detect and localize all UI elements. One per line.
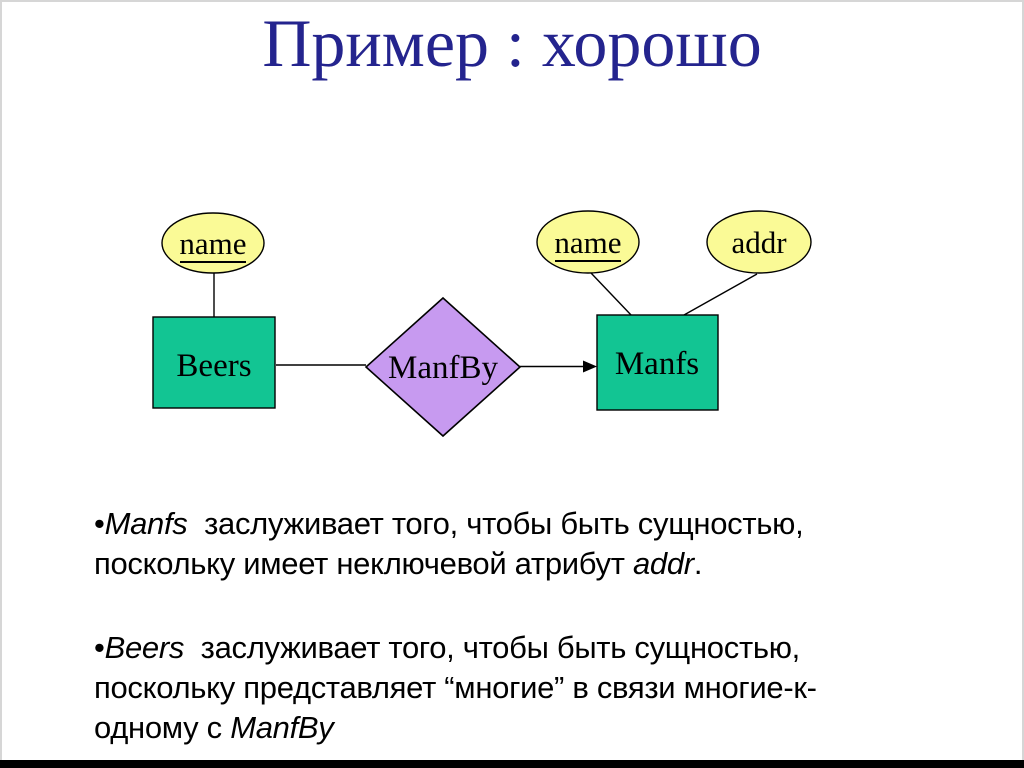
manfs-name-connector bbox=[590, 272, 633, 317]
er-diagram: name name addr Beers Manfs ManfBy bbox=[152, 210, 812, 438]
attribute-ellipse bbox=[536, 210, 640, 274]
text-run: одному с bbox=[94, 710, 231, 745]
relationship-label: ManfBy bbox=[388, 350, 498, 386]
text-run: заслуживает того, чтобы быть сущностью, bbox=[184, 630, 801, 665]
manfby-relationship: ManfBy bbox=[364, 296, 522, 438]
attribute-ellipse bbox=[706, 210, 812, 274]
text-run: заслуживает того, чтобы быть сущностью, bbox=[187, 506, 804, 541]
slide-title: Пример : хорошо bbox=[262, 5, 762, 81]
term-italic: Beers bbox=[104, 630, 185, 665]
manfs-addr-attribute: addr bbox=[706, 210, 812, 274]
attribute-label: name bbox=[554, 225, 621, 260]
term-italic: addr bbox=[632, 546, 694, 581]
text-run: • bbox=[94, 630, 105, 665]
entity-label: Beers bbox=[176, 348, 251, 384]
text-run: поскольку представляет “многие” в связи … bbox=[94, 670, 817, 705]
text-run: поскольку имеет неключевой атрибут bbox=[94, 546, 633, 581]
bullet-line: поскольку представляет “многие” в связи … bbox=[94, 668, 939, 708]
bullet-line: поскольку имеет неключевой атрибут addr. bbox=[94, 544, 939, 584]
bullet-line: •Manfs заслуживает того, чтобы быть сущн… bbox=[94, 504, 939, 544]
beers-name-attribute: name bbox=[161, 212, 265, 274]
arrowhead-icon bbox=[583, 360, 597, 373]
attribute-label: addr bbox=[731, 225, 787, 260]
relationship-diamond bbox=[364, 296, 522, 438]
term-italic: ManfBy bbox=[230, 710, 334, 745]
entity-rect bbox=[596, 314, 719, 411]
bullet-paragraph: •Manfs заслуживает того, чтобы быть сущн… bbox=[94, 504, 939, 584]
beers-entity: Beers bbox=[152, 316, 276, 409]
text-run: • bbox=[94, 506, 105, 541]
bullet-list: •Manfs заслуживает того, чтобы быть сущн… bbox=[94, 504, 939, 748]
manfs-entity: Manfs bbox=[596, 314, 719, 411]
attribute-label: name bbox=[179, 226, 246, 261]
footer-bar bbox=[0, 760, 1024, 768]
entity-label: Manfs bbox=[615, 346, 699, 382]
term-italic: Manfs bbox=[104, 506, 188, 541]
bullet-line: •Beers заслуживает того, чтобы быть сущн… bbox=[94, 628, 939, 668]
entity-rect bbox=[152, 316, 276, 409]
bullet-line: одному с ManfBy bbox=[94, 708, 939, 748]
manfs-name-attribute: name bbox=[536, 210, 640, 274]
manfs-addr-connector bbox=[683, 273, 758, 316]
bullet-paragraph: •Beers заслуживает того, чтобы быть сущн… bbox=[94, 628, 939, 748]
text-run: . bbox=[693, 546, 703, 581]
attribute-ellipse bbox=[161, 212, 265, 274]
